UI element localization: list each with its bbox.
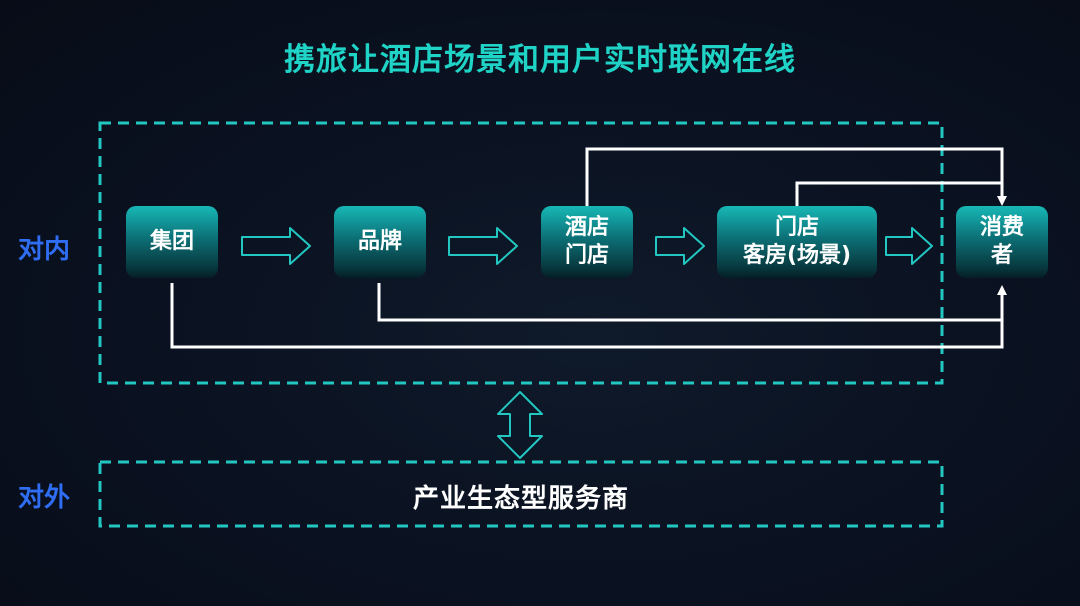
flow-arrow-4 xyxy=(885,227,933,265)
node-brand: 品牌 xyxy=(334,206,426,278)
flow-arrow-3 xyxy=(655,227,705,265)
node-hotel-line-1: 酒店 xyxy=(564,215,609,240)
connector-room-to-consumer xyxy=(795,181,1002,206)
node-consumer: 消费 者 xyxy=(956,206,1048,278)
external-label: 对外 xyxy=(18,483,71,513)
node-hotel-store: 酒店 门店 xyxy=(541,206,633,278)
node-brand-line-1: 品牌 xyxy=(357,229,402,254)
page-title: 携旅让酒店场景和用户实时联网在线 xyxy=(284,42,796,78)
node-consumer-line-1: 消费 xyxy=(979,215,1024,240)
node-room-line-2: 客房(场景) xyxy=(742,243,852,268)
internal-boundary xyxy=(98,121,944,385)
node-consumer-line-2: 者 xyxy=(990,243,1013,268)
connector-brand-to-consumer xyxy=(377,283,1002,322)
flow-arrow-2 xyxy=(448,227,518,265)
internal-label: 对内 xyxy=(18,235,71,265)
ecosystem-service-provider: 产业生态型服务商 xyxy=(412,483,629,514)
flow-arrow-1 xyxy=(241,227,311,265)
connector-hotel-to-consumer xyxy=(585,147,1007,206)
node-room-line-1: 门店 xyxy=(774,215,819,240)
node-group: 集团 xyxy=(126,206,218,278)
node-hotel-line-2: 门店 xyxy=(564,243,609,268)
external-boundary xyxy=(98,460,944,528)
node-group-line-1: 集团 xyxy=(149,229,194,254)
connector-group-to-consumer xyxy=(170,283,1007,349)
node-store-room: 门店 客房(场景) xyxy=(717,206,877,278)
double-arrow-vertical xyxy=(497,391,543,459)
